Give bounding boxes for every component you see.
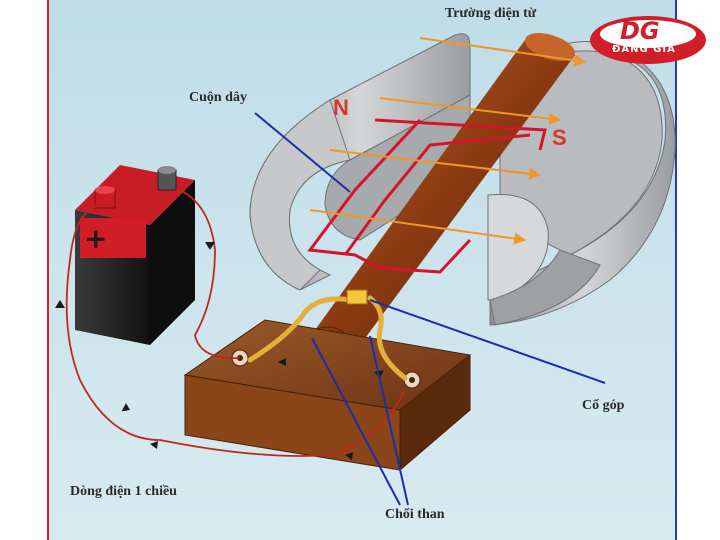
north-pole-label: N bbox=[333, 95, 349, 120]
logo-text: ĐĂNG GIA bbox=[612, 44, 676, 55]
logo-monogram: DG bbox=[620, 17, 660, 45]
magnetic-field-label: Trường điện từ bbox=[445, 6, 537, 21]
field-lines bbox=[309, 37, 587, 245]
callout-lines bbox=[254, 112, 606, 506]
coil bbox=[307, 118, 547, 274]
south-magnet bbox=[487, 41, 676, 326]
circuit-wire bbox=[65, 189, 406, 457]
logo-mark bbox=[590, 16, 706, 64]
current-arrows bbox=[55, 242, 384, 460]
battery bbox=[75, 165, 195, 345]
base-block bbox=[183, 319, 472, 472]
dc-current-label: Dòng điện 1 chiều bbox=[70, 484, 177, 499]
coil-label: Cuộn dây bbox=[189, 90, 247, 105]
commutator-label: Cổ góp bbox=[582, 398, 625, 413]
carbon-brushes bbox=[247, 295, 408, 381]
commutator-segment bbox=[346, 289, 368, 305]
battery-plus-sign: + bbox=[84, 222, 108, 255]
north-magnet bbox=[249, 33, 471, 291]
brushes-label: Chổi than bbox=[385, 507, 445, 522]
south-pole-label: S bbox=[552, 125, 567, 150]
